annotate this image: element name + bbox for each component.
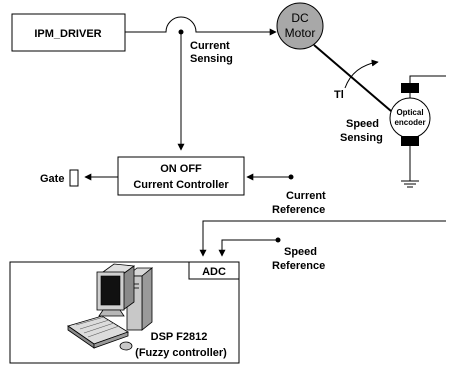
gate-label: Gate [40, 173, 64, 185]
current-controller-block: ON OFF Current Controller [117, 156, 245, 196]
speed-reference-input [218, 237, 281, 257]
ipm-driver-label: IPM_DRIVER [34, 28, 101, 40]
computer-icon [67, 263, 154, 351]
encoder-label-1: Optical [396, 108, 423, 117]
dc-motor: DC Motor [276, 2, 324, 50]
dsp-label-2: (Fuzzy controller) [135, 347, 227, 359]
torque-arrow [344, 59, 379, 89]
motor-shaft [313, 44, 399, 118]
speed-feedback-line [199, 220, 446, 257]
dsp-label-1: DSP F2812 [151, 331, 208, 343]
tl-label: Tl [334, 89, 344, 101]
current-reference-input [246, 173, 294, 181]
encoder-output-wire [409, 75, 446, 83]
current-sensing-line [177, 29, 185, 151]
current-sensing-label-2: Sensing [190, 53, 233, 65]
speed-sensing-label-2: Sensing [340, 132, 383, 144]
current-reference-label-1: Current [286, 190, 326, 202]
current-sensing-label-1: Current [190, 40, 230, 52]
encoder-label-2: encoder [394, 118, 425, 127]
current-reference-label-2: Reference [272, 204, 325, 216]
controller-label-1: ON OFF [160, 163, 202, 175]
speed-reference-label-1: Speed [284, 246, 317, 258]
dc-motor-label-1: DC [291, 11, 309, 25]
controller-label-2: Current Controller [133, 179, 229, 191]
speed-sensing-label-1: Speed [346, 118, 379, 130]
dc-motor-label-2: Motor [285, 26, 316, 40]
speed-reference-label-2: Reference [272, 260, 325, 272]
ipm-driver-block: IPM_DRIVER [11, 13, 126, 52]
ipm-to-motor-line [125, 16, 277, 36]
gate-terminal-icon [69, 169, 79, 187]
adc-label: ADC [202, 266, 226, 278]
ground-symbol-icon [401, 146, 419, 188]
optical-encoder: Optical encoder [389, 83, 431, 146]
